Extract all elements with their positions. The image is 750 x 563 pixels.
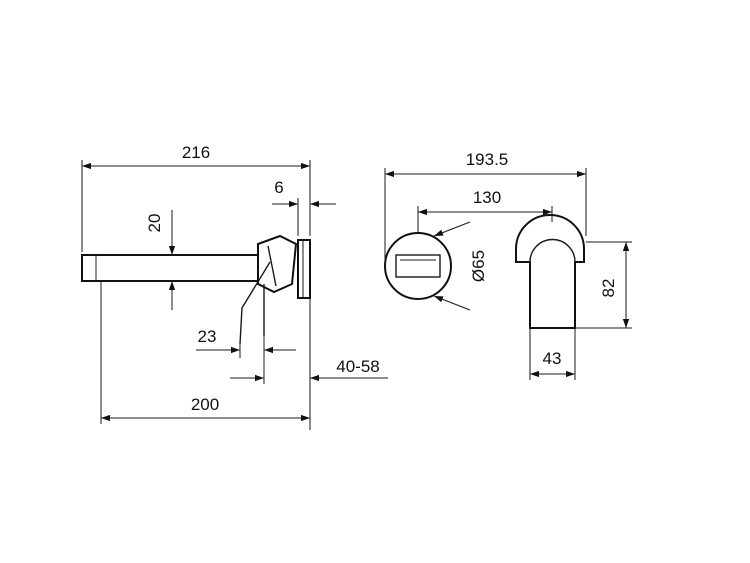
- dim-overall-length: 216: [182, 143, 210, 162]
- front-view: 193.5 130 Ø65 82 43: [384, 150, 632, 380]
- side-view: 216 6 20 23 40-58 200: [81, 143, 388, 430]
- dim-plate-width: 193.5: [466, 150, 509, 169]
- dim-handle-offset: 23: [198, 327, 217, 346]
- dim-handle-diameter: Ø65: [469, 250, 488, 282]
- dim-wall-depth: 40-58: [336, 357, 379, 376]
- dim-spout-face-width: 43: [543, 349, 562, 368]
- spout-body: [81, 254, 261, 282]
- dim-spout-face-height: 82: [599, 279, 618, 298]
- handle-body: [257, 234, 298, 294]
- dim-plate-thickness: 6: [274, 178, 283, 197]
- dim-spout-height: 20: [145, 214, 164, 233]
- dim-center-distance: 130: [473, 188, 501, 207]
- dim-spout-projection: 200: [191, 395, 219, 414]
- wall-plate: [297, 239, 311, 299]
- handle-grip: [395, 254, 441, 278]
- spout-front: [515, 214, 585, 329]
- lever: [239, 261, 271, 345]
